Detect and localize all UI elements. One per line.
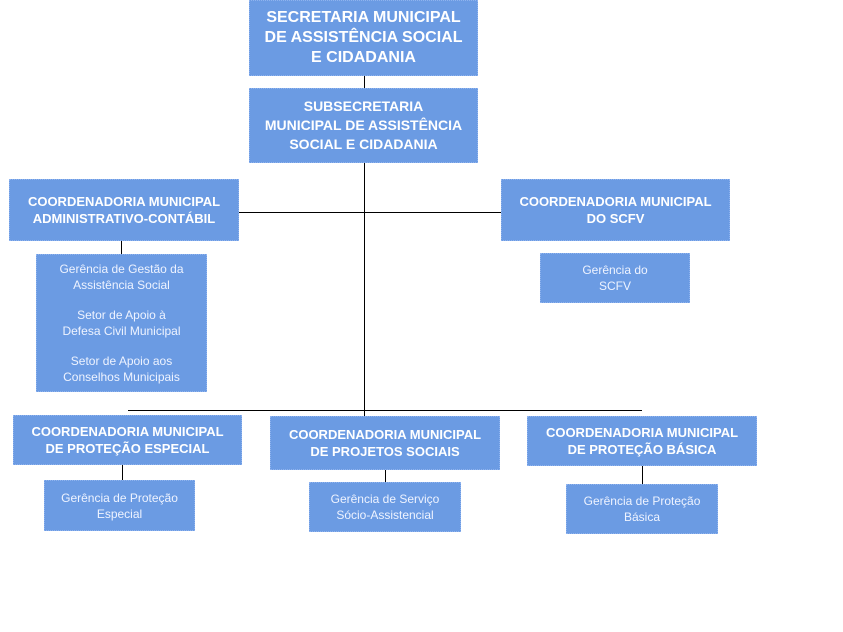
- title-line: COORDENADORIA MUNICIPAL: [31, 424, 224, 439]
- unit-line: Gerência do: [582, 263, 648, 277]
- connector-especial: [122, 465, 123, 480]
- especial-unit-box: Gerência de Proteção Especial: [44, 480, 195, 531]
- unit-line: SCFV: [598, 279, 631, 293]
- title-line: SUBSECRETARIA: [303, 98, 424, 114]
- title-line: E CIDADANIA: [311, 49, 416, 66]
- unit-line: Gerência de Proteção: [583, 494, 701, 508]
- title-line: COORDENADORIA MUNICIPAL: [519, 194, 712, 209]
- unit-line: Gerência de Gestão da: [59, 262, 184, 276]
- coord-scfv-box: COORDENADORIA MUNICIPAL DO SCFV: [501, 179, 730, 241]
- unit-line: Setor de Apoio à: [77, 308, 166, 322]
- connector-bottom-horizontal: [128, 410, 642, 411]
- connector-basica: [642, 466, 643, 484]
- connector-projetos: [385, 470, 386, 482]
- basica-unit-box: Gerência de Proteção Básica: [566, 484, 718, 534]
- title-line: ADMINISTRATIVO-CONTÁBIL: [32, 211, 216, 226]
- scfv-unit-box: Gerência do SCFV: [540, 253, 690, 303]
- connector-top-vertical: [364, 76, 365, 88]
- title-line: SOCIAL E CIDADANIA: [289, 136, 438, 152]
- unit-line: Gerência de Proteção: [61, 490, 178, 505]
- title-line: COORDENADORIA MUNICIPAL: [27, 194, 221, 209]
- unit-line: Básica: [623, 510, 661, 524]
- secretaria-box: SECRETARIA MUNICIPAL DE ASSISTÊNCIA SOCI…: [249, 0, 478, 76]
- unit-line: Gerência de Serviço: [330, 492, 440, 506]
- title-line: COORDENADORIA MUNICIPAL: [288, 427, 482, 442]
- unit-line: Assistência Social: [73, 278, 170, 292]
- projetos-unit-box: Gerência de Serviço Sócio-Assistencial: [309, 482, 461, 532]
- coord-basica-box: COORDENADORIA MUNICIPAL DE PROTEÇÃO BÁSI…: [527, 416, 757, 466]
- title-line: DE PROTEÇÃO ESPECIAL: [45, 441, 210, 456]
- title-line: MUNICIPAL DE ASSISTÊNCIA: [264, 117, 463, 133]
- adm-units-box: Gerência de Gestão da Assistência Social…: [36, 254, 207, 392]
- title-line: DE PROJETOS SOCIAIS: [310, 444, 460, 459]
- title-line: SECRETARIA MUNICIPAL: [266, 9, 461, 26]
- unit-line: Conselhos Municipais: [63, 370, 180, 384]
- coord-adm-box: COORDENADORIA MUNICIPAL ADMINISTRATIVO-C…: [9, 179, 239, 241]
- title-line: DO SCFV: [586, 211, 645, 226]
- coord-projetos-box: COORDENADORIA MUNICIPAL DE PROJETOS SOCI…: [270, 416, 500, 470]
- connector-middle-horizontal: [239, 212, 501, 213]
- subsecretaria-box: SUBSECRETARIA MUNICIPAL DE ASSISTÊNCIA S…: [249, 88, 478, 163]
- unit-line: Setor de Apoio aos: [70, 354, 173, 368]
- coord-especial-box: COORDENADORIA MUNICIPAL DE PROTEÇÃO ESPE…: [13, 415, 242, 465]
- unit-line: Defesa Civil Municipal: [62, 324, 181, 338]
- connector-main-vertical: [364, 76, 365, 416]
- connector-adm: [121, 241, 122, 254]
- title-line: DE ASSISTÊNCIA SOCIAL: [264, 29, 463, 46]
- unit-line: Sócio-Assistencial: [336, 508, 434, 522]
- title-line: COORDENADORIA MUNICIPAL: [545, 425, 739, 440]
- unit-line: Especial: [96, 506, 143, 521]
- title-line: DE PROTEÇÃO BÁSICA: [567, 442, 717, 457]
